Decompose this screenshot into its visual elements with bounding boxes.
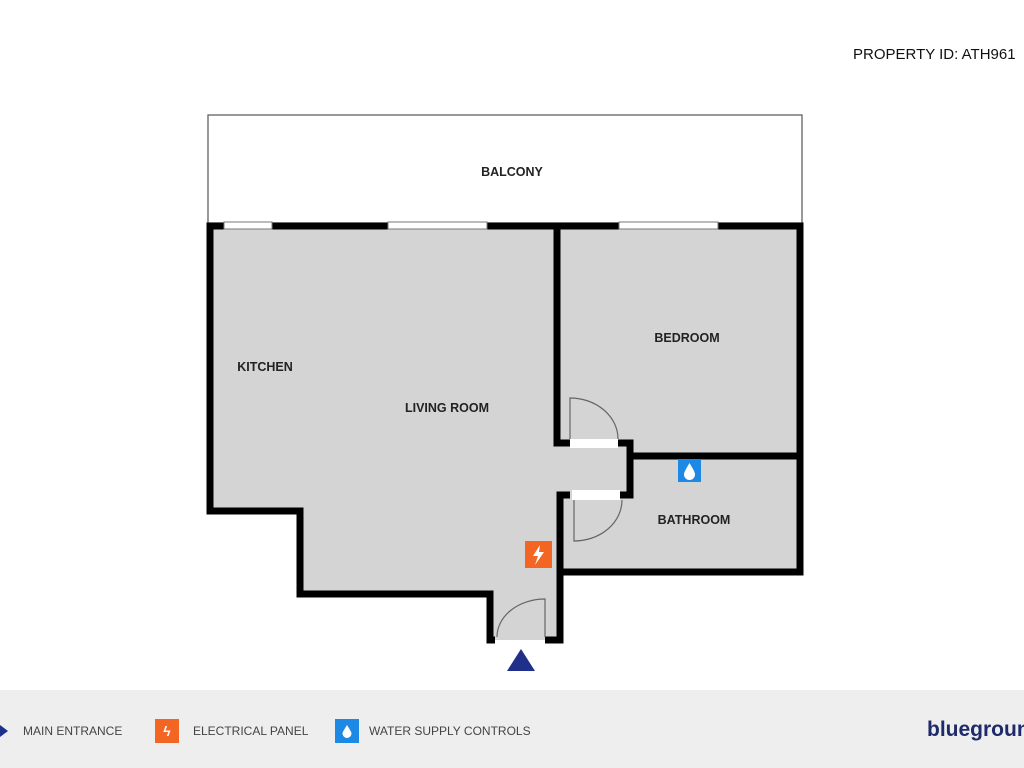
living-room-label: LIVING ROOM bbox=[405, 401, 489, 415]
bathroom-label: BATHROOM bbox=[658, 513, 731, 527]
legend-electrical-panel: ELECTRICAL PANEL bbox=[193, 724, 309, 738]
window bbox=[223, 221, 273, 230]
entrance-arrow-icon bbox=[0, 725, 8, 737]
entrance-door bbox=[496, 598, 546, 638]
entrance-arrow-icon bbox=[507, 649, 535, 671]
balcony-label: BALCONY bbox=[481, 165, 543, 179]
window bbox=[387, 221, 488, 230]
water-drop-icon bbox=[335, 719, 359, 743]
electrical-panel-icon bbox=[525, 541, 552, 568]
doors bbox=[496, 397, 623, 638]
windows bbox=[223, 221, 719, 230]
brand-logo: bluegroun bbox=[927, 718, 1024, 741]
property-id: PROPERTY ID: ATH961 bbox=[853, 46, 1016, 63]
bedroom-door bbox=[569, 397, 619, 440]
floor-plan: BALCONY KITCHEN LIVING ROOM BEDROOM BATH… bbox=[206, 114, 804, 671]
water-drop-icon bbox=[678, 459, 701, 482]
window bbox=[618, 221, 719, 230]
apartment-floor bbox=[210, 226, 800, 640]
kitchen-label: KITCHEN bbox=[237, 360, 293, 374]
legend-water-supply: WATER SUPPLY CONTROLS bbox=[369, 724, 531, 738]
legend-bar: MAIN ENTRANCE ϟ ELECTRICAL PANEL WATER S… bbox=[0, 690, 1024, 768]
walls bbox=[206, 222, 804, 644]
bedroom-label: BEDROOM bbox=[654, 331, 719, 345]
legend-main-entrance: MAIN ENTRANCE bbox=[23, 724, 123, 738]
balcony bbox=[207, 114, 803, 224]
electrical-panel-icon: ϟ bbox=[155, 719, 179, 743]
bathroom-door bbox=[573, 499, 623, 542]
